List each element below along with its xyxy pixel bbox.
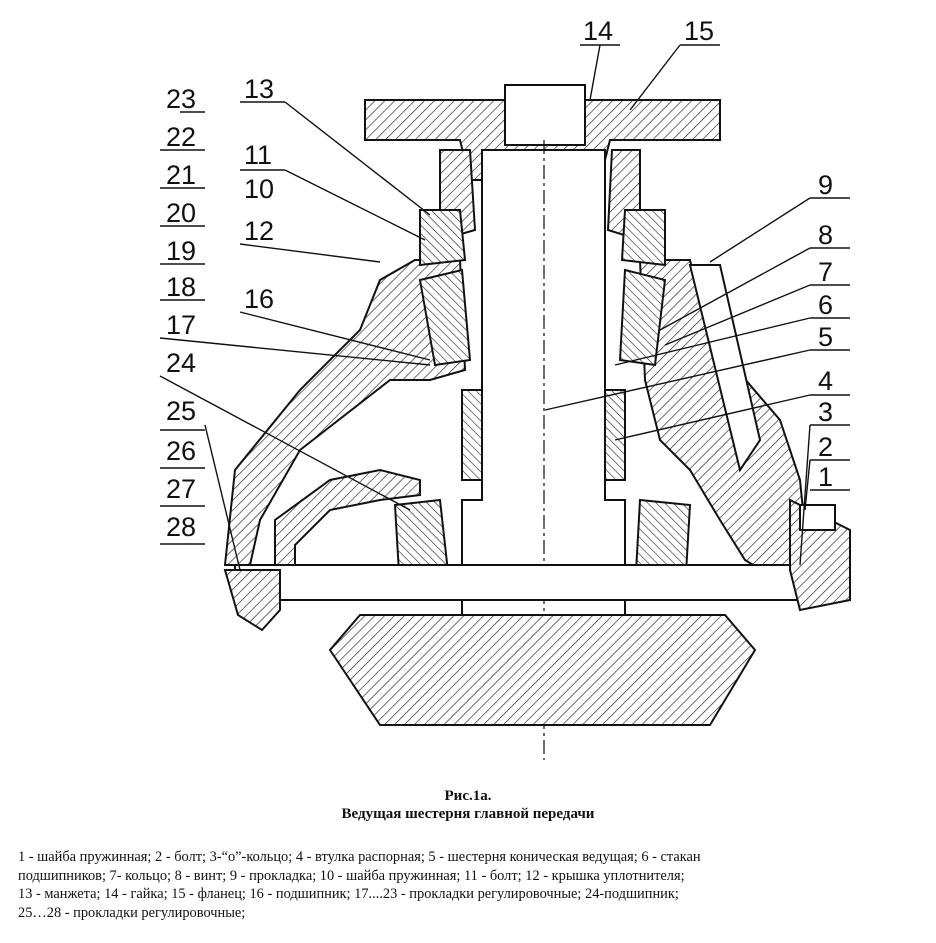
housing-body (223, 84, 851, 760)
figure-title: Ведущая шестерня главной передачи (341, 806, 595, 822)
legend-line: подшипников; 7- кольцо; 8 - винт; 9 - пр… (18, 867, 685, 884)
callout-3: 3 (818, 397, 833, 427)
callout-27: 27 (166, 474, 196, 504)
callout-16: 16 (244, 284, 274, 314)
callout-28: 28 (166, 512, 196, 542)
callout-1: 1 (818, 462, 833, 492)
callout-numbers: 23 22 21 20 19 18 17 24 25 26 27 28 13 1… (166, 16, 833, 542)
callout-18: 18 (166, 272, 196, 302)
legend-line: 25…28 - прокладки регулировочные; (18, 904, 246, 921)
callout-24: 24 (166, 348, 196, 378)
callout-6: 6 (818, 290, 833, 320)
callout-17: 17 (166, 310, 196, 340)
callout-14: 14 (583, 16, 613, 46)
callout-15: 15 (684, 16, 714, 46)
callout-2: 2 (818, 432, 833, 462)
callout-19: 19 (166, 236, 196, 266)
callout-4: 4 (818, 366, 833, 396)
leader-lines (159, 44, 850, 571)
callout-7: 7 (818, 257, 833, 287)
callout-11: 11 (244, 140, 272, 170)
legend-line: 13 - манжета; 14 - гайка; 15 - фланец; 1… (18, 886, 679, 902)
callout-20: 20 (166, 198, 196, 228)
callout-25: 25 (166, 396, 196, 426)
callout-21: 21 (166, 160, 196, 190)
callout-23: 23 (166, 84, 196, 114)
parts-legend: 1 - шайба пружинная; 2 - болт; 3-“о”-кол… (18, 848, 923, 922)
callout-10: 10 (244, 174, 274, 204)
gear-assembly-drawing: 23 22 21 20 19 18 17 24 25 26 27 28 13 1… (159, 16, 851, 760)
callout-26: 26 (166, 436, 196, 466)
callout-8: 8 (818, 220, 833, 250)
figure-number: Рис.1а. (444, 788, 492, 804)
legend-line: 1 - шайба пружинная; 2 - болт; 3-“о”-кол… (18, 849, 701, 865)
callout-9: 9 (818, 170, 833, 200)
callout-22: 22 (166, 122, 196, 152)
callout-12: 12 (244, 216, 274, 246)
callout-13: 13 (244, 74, 274, 104)
callout-5: 5 (818, 322, 833, 352)
